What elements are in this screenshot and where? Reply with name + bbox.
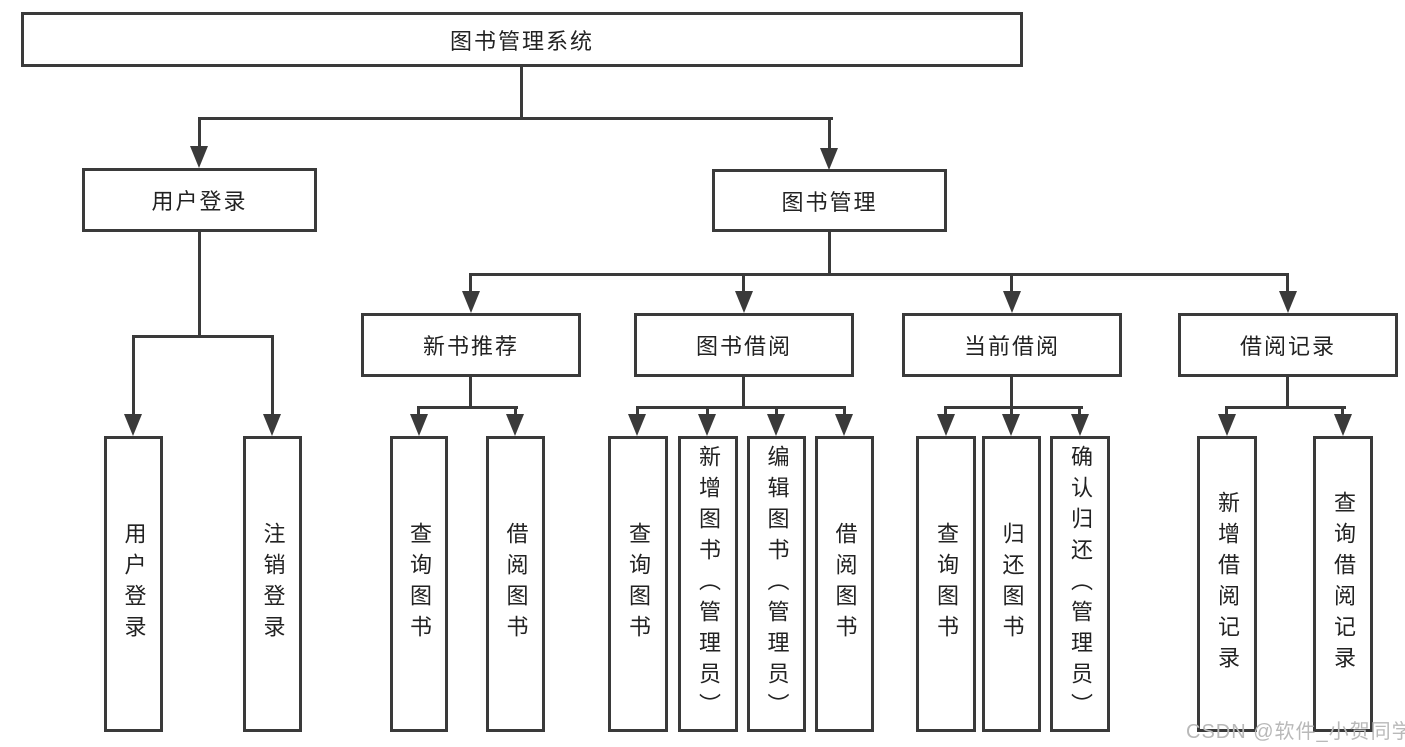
connector-line: [1010, 406, 1013, 416]
node-label: 新增图书（管理员）: [696, 444, 721, 724]
node-label: 确认归还（管理员）: [1068, 444, 1093, 724]
connector-line: [1225, 406, 1346, 409]
arrowhead-down-icon: [937, 414, 955, 436]
arrowhead-down-icon: [1071, 414, 1089, 436]
leaf-user-login: 用户登录: [104, 436, 163, 732]
leaf-borrow-books-1: 借阅图书: [486, 436, 545, 732]
node-borrowing-records: 借阅记录: [1178, 313, 1398, 377]
connector-line: [198, 231, 201, 337]
connector-line: [843, 406, 846, 416]
node-label: 注销登录: [260, 522, 286, 646]
node-label: 借阅记录: [1239, 334, 1336, 359]
connector-line: [469, 376, 472, 408]
connector-line: [944, 406, 947, 416]
watermark: CSDN @软件_小贺同学: [1186, 721, 1405, 743]
node-label: 借阅图书: [503, 522, 529, 646]
arrowhead-down-icon: [767, 414, 785, 436]
node-label: 编辑图书（管理员）: [764, 444, 790, 724]
connector-line: [132, 335, 274, 338]
arrowhead-down-icon: [410, 414, 428, 436]
connector-line: [636, 406, 846, 409]
node-label: 图书管理系统: [449, 28, 594, 54]
arrowhead-down-icon: [628, 414, 646, 436]
connector-line: [514, 406, 517, 416]
node-label: 用户登录: [121, 522, 147, 646]
leaf-query-borrow-record: 查询借阅记录: [1313, 436, 1373, 732]
leaf-query-books-2: 查询图书: [608, 436, 668, 732]
node-label: 新书推荐: [422, 334, 519, 359]
connector-line: [271, 335, 274, 416]
node-label: 当前借阅: [963, 334, 1060, 359]
connector-line: [742, 273, 745, 293]
node-label: 查询借阅记录: [1331, 491, 1356, 677]
connector-line: [944, 406, 1083, 409]
arrowhead-down-icon: [1003, 291, 1021, 313]
node-label: 查询图书: [934, 522, 959, 646]
connector-line: [1286, 273, 1289, 293]
node-label: 查询图书: [407, 522, 432, 646]
node-book-borrowing: 图书借阅: [634, 313, 854, 377]
node-label: 归还图书: [999, 522, 1025, 646]
node-label: 用户登录: [151, 189, 248, 214]
arrowhead-down-icon: [698, 414, 716, 436]
arrowhead-down-icon: [190, 146, 208, 168]
arrowhead-down-icon: [1002, 414, 1020, 436]
node-label: 图书借阅: [695, 334, 792, 359]
leaf-query-books-3: 查询图书: [916, 436, 976, 732]
connector-line: [198, 117, 201, 148]
connector-line: [520, 67, 523, 119]
arrowhead-down-icon: [263, 414, 281, 436]
connector-line: [775, 406, 778, 416]
arrowhead-down-icon: [506, 414, 524, 436]
connector-line: [828, 231, 831, 275]
node-book-management: 图书管理: [712, 169, 947, 232]
arrowhead-down-icon: [124, 414, 142, 436]
leaf-edit-books-admin: 编辑图书（管理员）: [747, 436, 806, 732]
arrowhead-down-icon: [820, 148, 838, 170]
leaf-borrow-books-2: 借阅图书: [815, 436, 874, 732]
connector-line: [1010, 273, 1013, 293]
arrowhead-down-icon: [735, 291, 753, 313]
arrowhead-down-icon: [1218, 414, 1236, 436]
node-library-management-system: 图书管理系统: [21, 12, 1023, 67]
connector-line: [469, 273, 472, 293]
connector-line: [1341, 406, 1344, 416]
node-current-borrowing: 当前借阅: [902, 313, 1122, 377]
arrowhead-down-icon: [1334, 414, 1352, 436]
leaf-return-books: 归还图书: [982, 436, 1041, 732]
node-label: 新增借阅记录: [1215, 491, 1240, 677]
node-new-book-recommend: 新书推荐: [361, 313, 581, 377]
connector-line: [417, 406, 420, 416]
leaf-query-books-1: 查询图书: [390, 436, 448, 732]
node-label: 查询图书: [626, 522, 651, 646]
connector-line: [469, 273, 1289, 276]
connector-line: [706, 406, 709, 416]
connector-line: [198, 117, 833, 120]
connector-line: [417, 406, 518, 409]
leaf-add-books-admin: 新增图书（管理员）: [678, 436, 738, 732]
node-label: 图书管理: [781, 189, 878, 215]
arrowhead-down-icon: [462, 291, 480, 313]
connector-line: [1225, 406, 1228, 416]
connector-line: [828, 117, 831, 150]
arrowhead-down-icon: [1279, 291, 1297, 313]
leaf-add-borrow-record: 新增借阅记录: [1197, 436, 1257, 732]
node-user-login: 用户登录: [82, 168, 317, 232]
connector-line: [132, 335, 135, 416]
connector-line: [1010, 376, 1013, 408]
leaf-logout-login: 注销登录: [243, 436, 302, 732]
node-label: 借阅图书: [832, 522, 858, 646]
connector-line: [1286, 376, 1289, 408]
connector-line: [742, 376, 745, 408]
arrowhead-down-icon: [835, 414, 853, 436]
connector-line: [1078, 406, 1081, 416]
connector-line: [636, 406, 639, 416]
leaf-confirm-return-admin: 确认归还（管理员）: [1050, 436, 1110, 732]
